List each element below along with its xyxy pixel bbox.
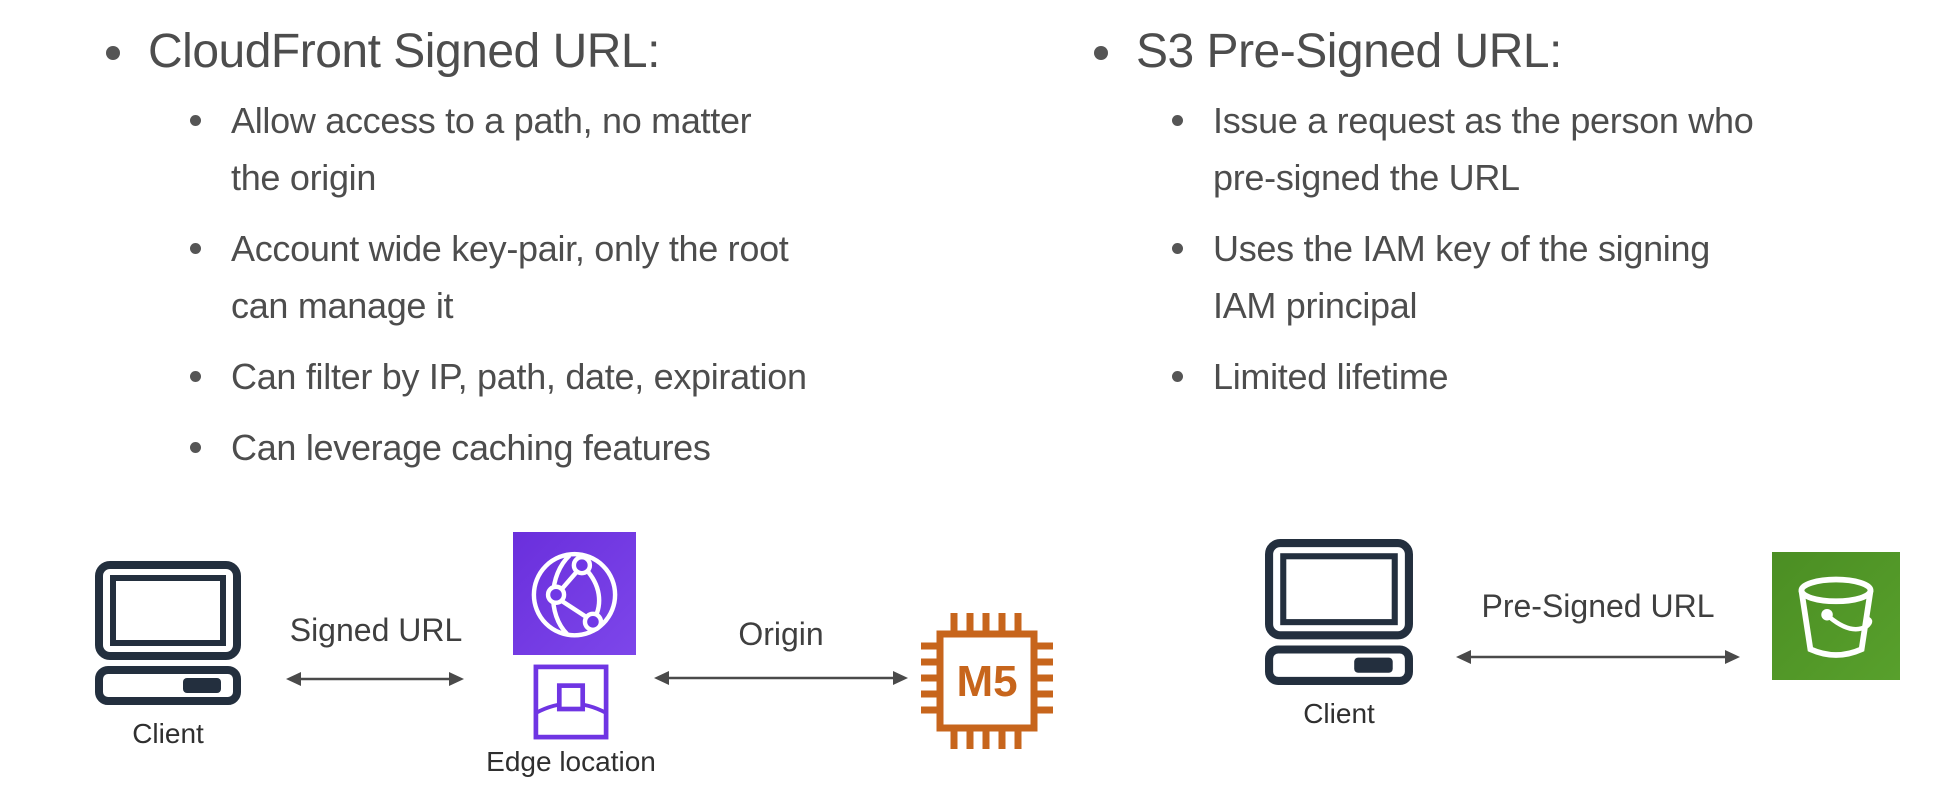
client-label: Client — [1303, 698, 1375, 729]
bullet-text: Limited lifetime — [1213, 356, 1449, 397]
cloudfront-title: CloudFront Signed URL: — [148, 25, 660, 78]
s3-bucket-icon — [1772, 552, 1900, 680]
bullet-text: Can leverage caching features — [231, 427, 711, 468]
origin-label: Origin — [738, 616, 824, 652]
double-arrow-icon — [1456, 650, 1740, 664]
bullet-text: Can filter by IP, path, date, expiration — [231, 356, 807, 397]
bullet-text: Issue a request as the person who pre-si… — [1213, 100, 1754, 198]
client-computer-icon — [1265, 539, 1413, 685]
edge-location-icon — [533, 664, 609, 740]
list-item: Issue a request as the person who pre-si… — [1172, 92, 1932, 206]
bullet-dot — [190, 442, 201, 453]
client-label: Client — [132, 718, 204, 749]
m5-label: M5 — [956, 657, 1017, 706]
bullet-text: Account wide key-pair, only the root can… — [231, 228, 789, 326]
bullet-dot — [106, 46, 120, 60]
double-arrow-icon — [654, 671, 908, 685]
list-item: Account wide key-pair, only the root can… — [190, 220, 990, 334]
bullet-dot — [190, 371, 201, 382]
list-item: Can filter by IP, path, date, expiration — [190, 348, 990, 405]
cloudfront-bullet-list: Allow access to a path, no matter the or… — [190, 92, 990, 490]
client-computer-icon — [95, 561, 241, 705]
list-item: Can leverage caching features — [190, 419, 990, 476]
bullet-dot — [1094, 46, 1108, 60]
list-item: Limited lifetime — [1172, 348, 1932, 405]
s3-title-row: S3 Pre-Signed URL: — [1094, 22, 1562, 82]
bullet-dot — [1172, 115, 1183, 126]
ec2-m5-instance-icon: M5 — [921, 613, 1053, 749]
signed-url-label: Signed URL — [289, 612, 463, 648]
s3-title: S3 Pre-Signed URL: — [1136, 25, 1562, 78]
pre-signed-url-label: Pre-Signed URL — [1481, 588, 1715, 624]
list-item: Uses the IAM key of the signing IAM prin… — [1172, 220, 1932, 334]
bullet-dot — [190, 243, 201, 254]
cloudfront-globe-icon — [513, 532, 636, 655]
bullet-text: Allow access to a path, no matter the or… — [231, 100, 752, 198]
bullet-dot — [1172, 371, 1183, 382]
bullet-text: Uses the IAM key of the signing IAM prin… — [1213, 228, 1710, 326]
double-arrow-icon — [286, 672, 464, 686]
cloudfront-title-row: CloudFront Signed URL: — [106, 22, 660, 82]
s3-bullet-list: Issue a request as the person who pre-si… — [1172, 92, 1932, 419]
edge-location-label: Edge location — [486, 746, 656, 777]
bullet-dot — [190, 115, 201, 126]
list-item: Allow access to a path, no matter the or… — [190, 92, 990, 206]
bullet-dot — [1172, 243, 1183, 254]
